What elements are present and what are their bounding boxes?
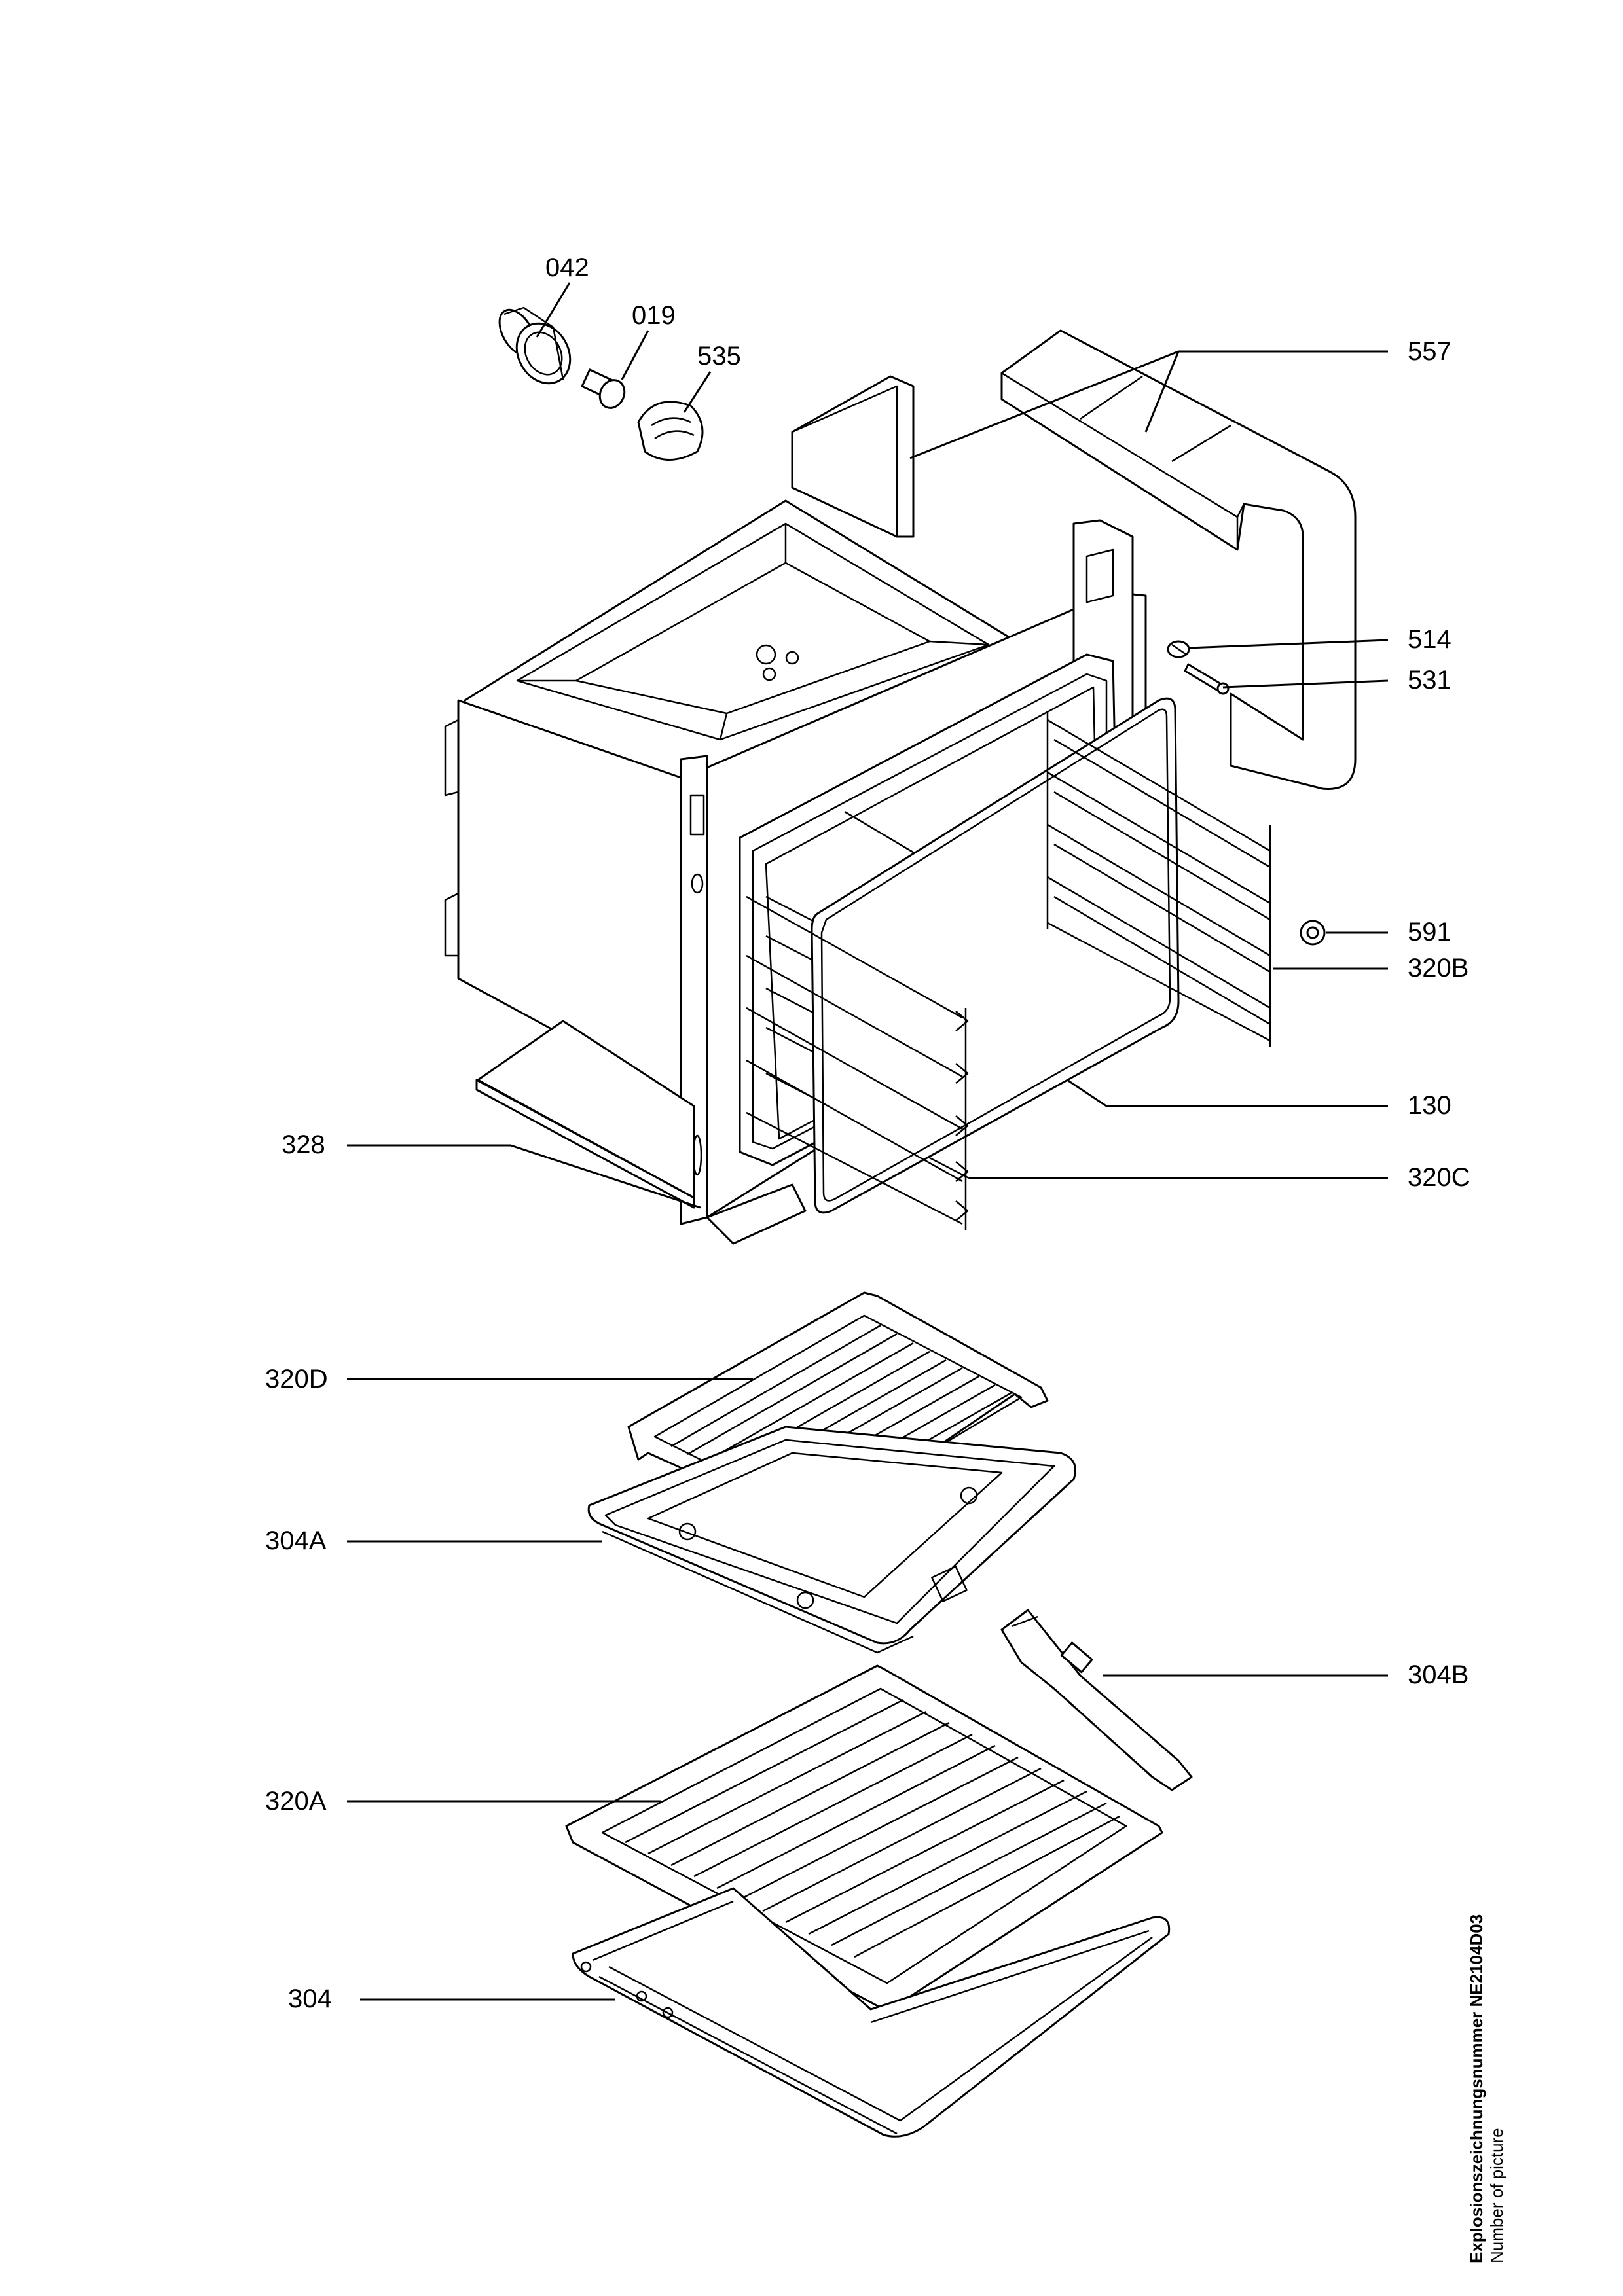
leader-531 (1222, 679, 1389, 689)
leader-514 (1188, 639, 1389, 649)
leader-130 (1067, 1079, 1388, 1107)
screw-514 (1167, 640, 1190, 658)
label-591: 591 (1408, 918, 1451, 946)
drawing-number-caption: Explosionszeichnungsnummer NE2104D03 Num… (1467, 1914, 1507, 2263)
shelf-runner-320C (746, 895, 969, 1230)
screw-531 (1184, 663, 1230, 695)
baking-tray-304 (572, 1887, 1171, 2138)
insulation-panel-557-left (791, 375, 915, 538)
leader-557b (1144, 351, 1180, 433)
label-320C: 320C (1408, 1163, 1470, 1192)
leader-328 (347, 1144, 701, 1209)
label-320D: 320D (265, 1365, 328, 1393)
leader-lines (347, 282, 1389, 2001)
label-320B: 320B (1408, 954, 1468, 982)
grid-shelf-320A (565, 1664, 1163, 2011)
baking-tray-304A (587, 1426, 1076, 1654)
shelf-runner-320B (1046, 713, 1271, 1047)
label-304A: 304A (265, 1526, 327, 1555)
label-557: 557 (1408, 337, 1451, 366)
leader-535 (683, 371, 712, 413)
lamp-holder-042 (498, 306, 572, 385)
label-304B: 304B (1408, 1660, 1468, 1689)
number-of-picture-label: Number of picture (1487, 2128, 1506, 2263)
part-labels: 042 019 535 557 514 531 591 320B 130 328… (265, 253, 1470, 2013)
label-019: 019 (632, 301, 676, 330)
tray-handle-304B (1000, 1609, 1193, 1791)
leader-042 (536, 282, 571, 338)
label-304: 304 (288, 1984, 332, 2013)
bulb-019 (581, 368, 626, 409)
insulation-wrap-557-right (1000, 329, 1357, 790)
label-531: 531 (1408, 666, 1451, 694)
lamp-cover-535 (637, 401, 704, 461)
label-328: 328 (282, 1130, 325, 1159)
label-320A: 320A (265, 1787, 327, 1816)
label-130: 130 (1408, 1091, 1451, 1120)
drawing-number: Explosionszeichnungsnummer NE2104D03 (1467, 1914, 1486, 2263)
door-seal-130 (811, 697, 1180, 1214)
label-042: 042 (545, 253, 589, 282)
washer-591 (1300, 920, 1326, 946)
label-535: 535 (697, 342, 741, 370)
leader-019 (621, 330, 649, 380)
label-514: 514 (1408, 625, 1451, 654)
